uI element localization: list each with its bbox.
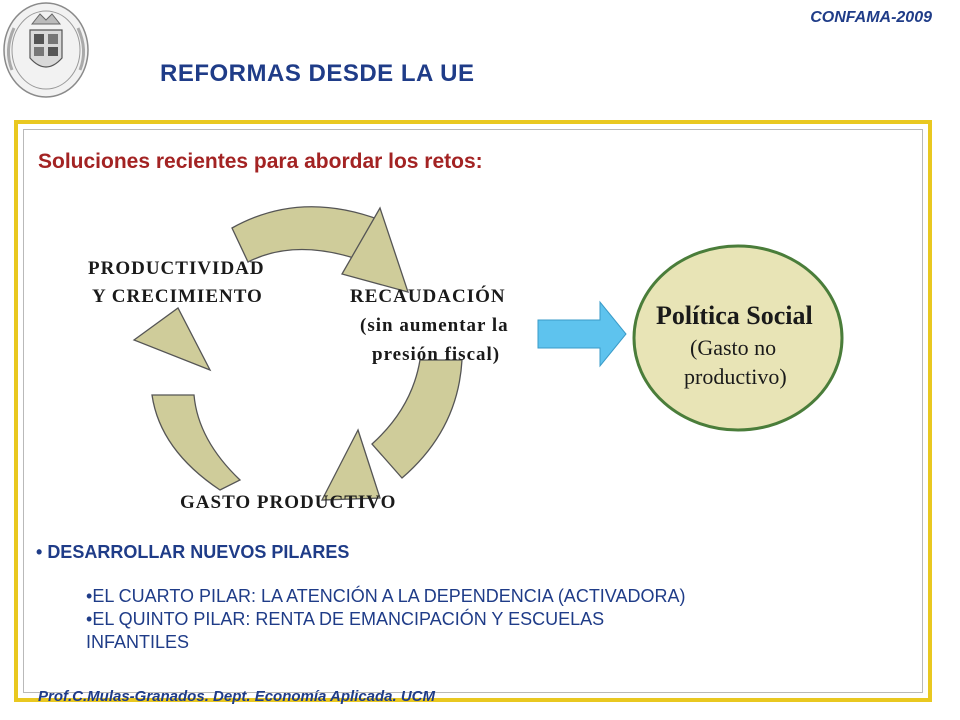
bullet-sub-1-text: EL CUARTO PILAR: LA ATENCIÓN A LA DEPEND… bbox=[92, 586, 686, 606]
node-recaudacion-line1: RECAUDACIÓN bbox=[350, 285, 506, 307]
node-gasto-productivo: GASTO PRODUCTIVO bbox=[180, 492, 396, 513]
bullet-main: • DESARROLLAR NUEVOS PILARES bbox=[36, 542, 350, 562]
cycle-arrowhead-right bbox=[320, 428, 381, 501]
footer-author: Prof.C.Mulas-Granados. Dept. Economía Ap… bbox=[38, 688, 436, 705]
bullet-list: • DESARROLLAR NUEVOS PILARES •EL CUARTO … bbox=[36, 542, 916, 654]
cycle-arrow-right bbox=[371, 359, 463, 479]
node-recaudacion-line2: (sin aumentar la bbox=[360, 315, 509, 336]
node-recaudacion-line3: presión fiscal) bbox=[372, 344, 500, 365]
content-frame-inner bbox=[23, 129, 923, 693]
page-title: REFORMAS DESDE LA UE bbox=[160, 60, 475, 87]
politica-social-title: Política Social bbox=[656, 301, 813, 330]
politica-social-line3: productivo) bbox=[684, 364, 787, 389]
slide-subtitle: Soluciones recientes para abordar los re… bbox=[38, 150, 483, 173]
cycle-arrow-left bbox=[151, 394, 242, 491]
cycle-diagram: PRODUCTIVIDAD Y CRECIMIENTO RECAUDACIÓN … bbox=[88, 206, 844, 513]
bullet-sub-2: •EL QUINTO PILAR: RENTA DE EMANCIPACIÓN … bbox=[86, 609, 605, 629]
bullet-sub-1: •EL CUARTO PILAR: LA ATENCIÓN A LA DEPEN… bbox=[86, 586, 686, 606]
cycle-arrowhead-left bbox=[132, 307, 212, 372]
arrow-right-icon bbox=[537, 300, 627, 368]
university-seal-icon bbox=[3, 2, 89, 98]
content-frame bbox=[14, 120, 932, 702]
node-productividad-line1: PRODUCTIVIDAD bbox=[88, 258, 265, 279]
politica-social-line2: (Gasto no bbox=[690, 335, 776, 360]
bullet-sub-2-text: EL QUINTO PILAR: RENTA DE EMANCIPACIÓN Y… bbox=[92, 609, 605, 629]
cycle-arrowhead-top bbox=[341, 206, 410, 293]
bullet-sub-2-continuation: INFANTILES bbox=[86, 632, 190, 652]
conference-label: CONFAMA-2009 bbox=[810, 9, 932, 26]
bullet-main-text: DESARROLLAR NUEVOS PILARES bbox=[47, 542, 350, 562]
node-productividad-line2: Y CRECIMIENTO bbox=[92, 286, 263, 307]
politica-social-ellipse bbox=[632, 244, 844, 432]
